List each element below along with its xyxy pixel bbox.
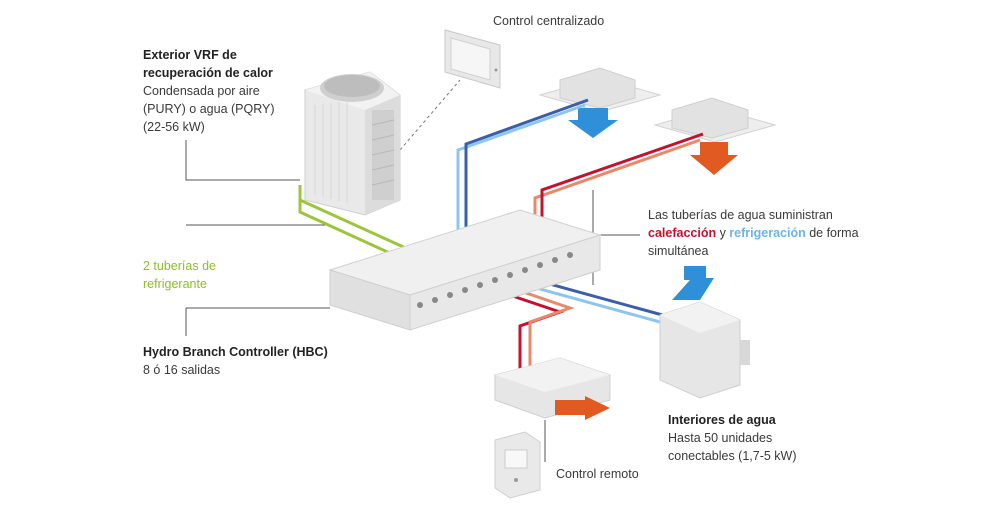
wall-unit-icon xyxy=(494,357,611,420)
pipes xyxy=(298,98,704,405)
refrigerant-label: 2 tuberías de refrigerante xyxy=(143,257,216,293)
hbc-outputs: 8 ó 16 salidas xyxy=(143,363,221,377)
and-word: y xyxy=(716,226,730,240)
hbc-box-icon xyxy=(328,209,602,331)
refrigerant-line-1: 2 tuberías de xyxy=(143,259,216,273)
exterior-title-1: Exterior VRF de xyxy=(143,48,237,62)
remote-control-text: Control remoto xyxy=(556,467,639,481)
exterior-title-2: recuperación de calor xyxy=(143,66,273,80)
water-pipes-line-3: simultánea xyxy=(648,244,709,258)
ceiling-cassette-heat-icon xyxy=(653,97,777,175)
remote-control-label: Control remoto xyxy=(556,465,639,483)
central-control-label: Control centralizado xyxy=(493,12,604,30)
exterior-unit-label: Exterior VRF de recuperación de calor Co… xyxy=(143,46,275,136)
central-controller-icon xyxy=(444,29,501,89)
warm-air-arrow-icon xyxy=(690,142,738,175)
side-air-arrow-icon xyxy=(555,396,610,420)
exterior-desc-2: (PURY) o agua (PQRY) xyxy=(143,102,275,116)
hbc-label: Hydro Branch Controller (HBC) 8 ó 16 sal… xyxy=(143,343,328,379)
exterior-desc-3: (22-56 kW) xyxy=(143,120,205,134)
exterior-desc-1: Condensada por aire xyxy=(143,84,260,98)
indoor-desc-2: conectables (1,7-5 kW) xyxy=(668,449,797,463)
water-pipes-line-1: Las tuberías de agua suministran xyxy=(648,208,833,222)
cool-air-arrow-icon xyxy=(568,108,618,138)
heating-word: calefacción xyxy=(648,226,717,240)
refrigerant-line-2: refrigerante xyxy=(143,277,207,291)
water-pipes-label: Las tuberías de agua suministran calefac… xyxy=(648,206,859,260)
floor-unit-icon xyxy=(659,266,750,399)
rest-words: de forma xyxy=(805,226,859,240)
indoor-title: Interiores de agua xyxy=(668,413,776,427)
outdoor-unit-icon xyxy=(304,71,401,216)
indoor-units-label: Interiores de agua Hasta 50 unidades con… xyxy=(668,411,797,465)
cooling-word: refrigeración xyxy=(729,226,806,240)
water-pipes-line-2: calefacción y refrigeración de forma xyxy=(648,224,859,242)
hbc-title: Hydro Branch Controller (HBC) xyxy=(143,345,328,359)
up-air-arrow-icon xyxy=(672,266,714,300)
central-control-text: Control centralizado xyxy=(493,14,605,28)
indoor-desc-1: Hasta 50 unidades xyxy=(668,431,773,445)
remote-controller-icon xyxy=(494,431,541,499)
ceiling-cassette-cool-icon xyxy=(538,67,662,138)
